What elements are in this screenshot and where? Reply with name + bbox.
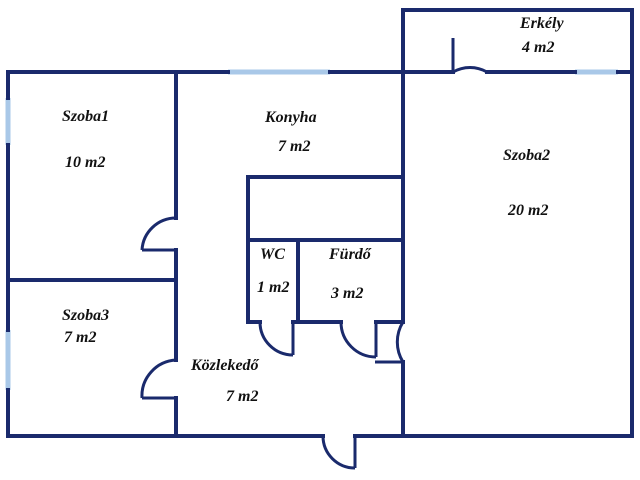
walls: [6, 8, 634, 438]
room-name-furdo: Fürdő: [328, 246, 372, 263]
room-name-szoba1: Szoba1: [62, 108, 109, 125]
door-szoba3: [140, 358, 177, 399]
room-labels: Szoba1 10 m2 Konyha 7 m2 Erkély 4 m2 Szo…: [62, 15, 564, 405]
room-area-erkely: 4 m2: [521, 39, 554, 56]
room-name-kozlekedo: Közlekedő: [190, 357, 260, 374]
room-name-szoba3: Szoba3: [62, 307, 109, 324]
room-name-konyha: Konyha: [264, 109, 317, 126]
room-area-konyha: 7 m2: [278, 138, 310, 155]
room-area-furdo: 3 m2: [330, 285, 363, 302]
door-furdo: [339, 321, 377, 359]
room-area-szoba1: 10 m2: [65, 154, 105, 171]
windows: [5, 69, 618, 390]
room-area-szoba2: 20 m2: [507, 202, 548, 219]
room-name-wc: WC: [260, 246, 285, 263]
room-area-kozlekedo: 7 m2: [226, 388, 258, 405]
door-balcony: [452, 65, 488, 74]
door-szoba2: [395, 321, 405, 363]
room-area-wc: 1 m2: [257, 279, 289, 296]
door-entrance: [321, 435, 356, 470]
door-wc: [258, 321, 294, 357]
door-szoba1: [140, 216, 177, 251]
room-name-erkely: Erkély: [519, 15, 564, 32]
doors: [140, 38, 488, 470]
room-area-szoba3: 7 m2: [64, 329, 96, 346]
room-name-szoba2: Szoba2: [503, 147, 550, 164]
